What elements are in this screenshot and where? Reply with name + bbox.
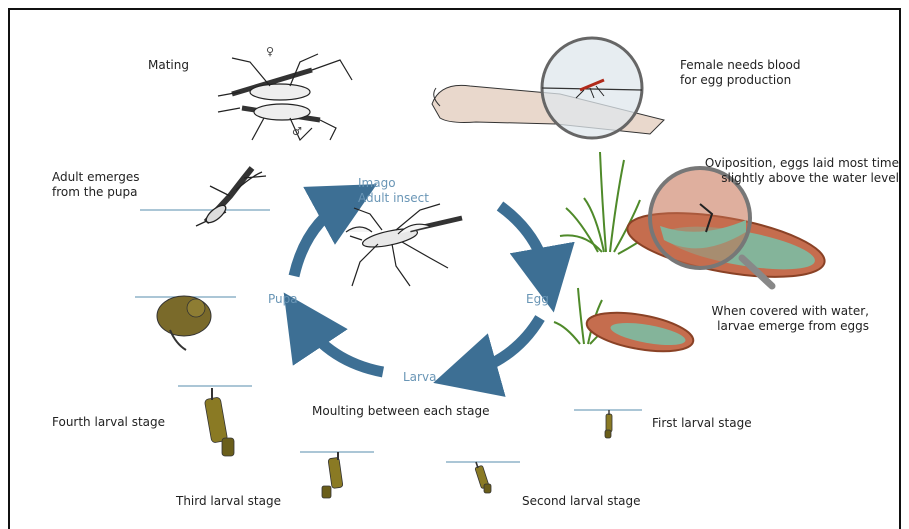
mating-mosquitoes-drawing bbox=[218, 54, 352, 140]
female-symbol: ♀ bbox=[266, 44, 274, 59]
emerging-adult-drawing bbox=[196, 168, 266, 226]
arrow-larva-to-pupa bbox=[302, 320, 383, 372]
cycle-label-imago: ImagoAdult insect bbox=[358, 176, 458, 206]
magnifier-blood-meal bbox=[542, 38, 642, 138]
label-mating: Mating bbox=[148, 58, 189, 73]
cycle-label-larva: Larva bbox=[403, 370, 436, 385]
label-first-larval-stage: First larval stage bbox=[652, 416, 752, 431]
label-third-larval-stage: Third larval stage bbox=[176, 494, 281, 509]
cycle-label-pupa: Pupa bbox=[268, 292, 298, 307]
arrow-imago-to-egg bbox=[500, 206, 548, 280]
label-female-blood: Female needs bloodfor egg production bbox=[680, 58, 801, 88]
label-oviposition: Oviposition, eggs laid most timeslightly… bbox=[705, 156, 899, 186]
label-female-blood-line1: Female needs blood bbox=[680, 58, 801, 72]
dish-emergence bbox=[584, 306, 696, 358]
cycle-label-egg: Egg bbox=[526, 292, 549, 307]
label-female-blood-line2: for egg production bbox=[680, 73, 791, 87]
label-adult-emerges-line2: from the pupa bbox=[52, 185, 137, 199]
cycle-imago-line2: Adult insect bbox=[358, 191, 429, 205]
adult-mosquito-drawing bbox=[346, 204, 462, 286]
arrow-egg-to-larva bbox=[465, 318, 540, 374]
label-adult-emerges: Adult emergesfrom the pupa bbox=[52, 170, 140, 200]
label-second-larval-stage: Second larval stage bbox=[522, 494, 641, 509]
third-larva-drawing bbox=[322, 452, 343, 498]
first-larva-drawing bbox=[605, 410, 612, 438]
cycle-imago-line1: Imago bbox=[358, 176, 396, 190]
label-covered-line1: When covered with water, bbox=[712, 304, 869, 318]
male-symbol: ♂ bbox=[292, 124, 302, 139]
label-covered-with-water: When covered with water,larvae emerge fr… bbox=[712, 304, 869, 334]
label-moulting: Moulting between each stage bbox=[312, 404, 489, 419]
label-oviposition-line1: Oviposition, eggs laid most time bbox=[705, 156, 899, 170]
pupa-drawing bbox=[157, 296, 211, 350]
arrow-pupa-to-imago bbox=[294, 200, 348, 276]
label-covered-line2: larvae emerge from eggs bbox=[717, 319, 869, 333]
label-fourth-larval-stage: Fourth larval stage bbox=[52, 415, 165, 430]
label-adult-emerges-line1: Adult emerges bbox=[52, 170, 140, 184]
second-larva-drawing bbox=[475, 462, 491, 493]
label-oviposition-line2: slightly above the water level bbox=[721, 171, 899, 185]
fourth-larva-drawing bbox=[204, 388, 234, 456]
